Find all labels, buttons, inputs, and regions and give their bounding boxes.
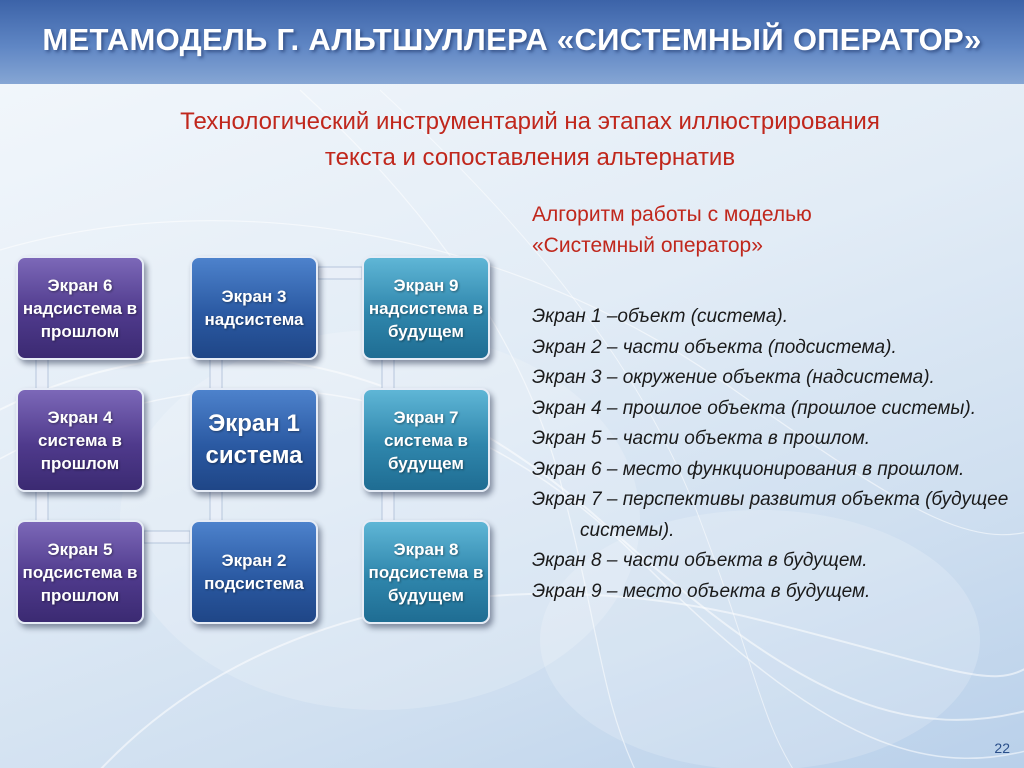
screen-description-5: Экран 5 – части объекта в прошлом. — [532, 428, 871, 449]
connector-3-9 — [317, 266, 363, 280]
screen-2-box: Экран 2 подсистема — [190, 520, 318, 624]
screen-description-6: Экран 6 – место функционирования в прошл… — [532, 458, 965, 480]
screen-description-8: Экран 8 – части объекта в будущем. — [532, 550, 868, 571]
screen-description-list: Экран 1 –объект (система). Экран 2 – час… — [532, 302, 1012, 607]
screen-1-box: Экран 1 система — [190, 388, 318, 492]
screen-9-box: Экран 9 надсистема в будущем — [362, 256, 490, 360]
algorithm-heading: Алгоритм работы с моделью «Системный опе… — [532, 199, 1012, 261]
screen-description-3: Экран 3 – окружение объекта (надсистема)… — [532, 367, 935, 388]
screen-8-box: Экран 8 подсистема в будущем — [362, 520, 490, 624]
subtitle-line-1: Технологический инструментарий на этапах… — [180, 108, 880, 135]
screen-description-1: Экран 1 –объект (система). — [532, 306, 788, 327]
connector-5-2 — [143, 530, 191, 544]
connector-7-8 — [381, 490, 395, 522]
slide-title: МЕТАМОДЕЛЬ Г. АЛЬТШУЛЛЕРА «СИСТЕМНЫЙ ОПЕ… — [42, 22, 982, 57]
screen-description-9: Экран 9 – место объекта в будущем. — [532, 580, 871, 602]
connector-3-1 — [209, 358, 223, 390]
connector-9-7 — [381, 358, 395, 390]
screen-5-box: Экран 5 подсистема в прошлом — [16, 520, 144, 624]
screen-description-7: Экран 7 – перспективы развития объекта (… — [532, 489, 1009, 541]
title-bar: МЕТАМОДЕЛЬ Г. АЛЬТШУЛЛЕРА «СИСТЕМНЫЙ ОПЕ… — [0, 0, 1024, 84]
subtitle: Технологический инструментарий на этапах… — [40, 104, 1020, 176]
screen-description-4: Экран 4 – прошлое объекта (прошлое систе… — [532, 397, 977, 419]
connector-1-2 — [209, 490, 223, 522]
screen-description-2: Экран 2 – части объекта (подсистема). — [532, 336, 897, 358]
connector-4-5 — [35, 490, 49, 522]
subtitle-line-2: текста и сопоставления альтернатив — [324, 144, 736, 171]
algorithm-heading-line-1: Алгоритм работы с моделью — [532, 203, 812, 226]
screen-4-box: Экран 4 система в прошлом — [16, 388, 144, 492]
algorithm-heading-line-2: «Системный оператор» — [532, 234, 763, 257]
connector-6-4 — [35, 358, 49, 390]
slide-number: 22 — [994, 740, 1010, 756]
screen-3-box: Экран 3 надсистема — [190, 256, 318, 360]
screen-7-box: Экран 7 система в будущем — [362, 388, 490, 492]
screen-6-box: Экран 6 надсистема в прошлом — [16, 256, 144, 360]
